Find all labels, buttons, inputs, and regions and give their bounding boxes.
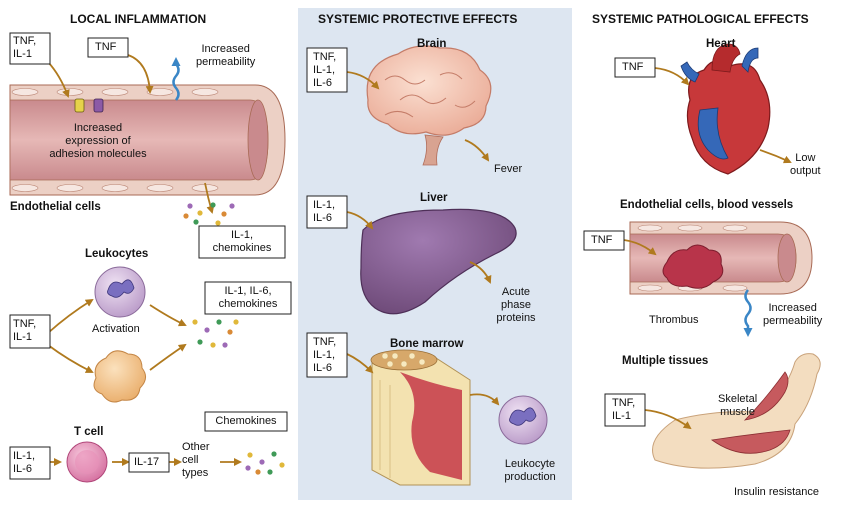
box-marrow-cytokines: TNF,IL-1,IL-6 (313, 336, 337, 374)
insulin-resistance-label: Insulin resistance (734, 486, 819, 498)
box-tissues-cytokines: TNF,IL-1 (612, 397, 636, 422)
brain-illustration (366, 45, 492, 166)
leukocyte-activated-cell (94, 266, 146, 318)
chemokine-dots-vessel (183, 202, 235, 226)
pathological-column-title: SYSTEMIC PATHOLOGICAL EFFECTS (592, 12, 809, 26)
heart-label: Heart (706, 38, 736, 50)
adhesion-molecules-icon (74, 98, 104, 113)
chemokine-dots-leukocytes (192, 319, 239, 348)
bone-marrow-label: Bone marrow (390, 338, 464, 350)
heart-illustration (680, 43, 771, 175)
fever-label: Fever (494, 163, 523, 175)
box-liver-cytokines: IL-1,IL-6 (313, 199, 336, 224)
permeability-arrow (171, 57, 181, 101)
box-chemokines: Chemokines (215, 415, 277, 427)
thrombus-illustration (662, 244, 724, 289)
t-cell-label: T cell (74, 426, 104, 438)
local-column-title: LOCAL INFLAMMATION (70, 12, 207, 26)
box-il1-il6: IL-1,IL-6 (13, 450, 36, 475)
arm-muscle-illustration (652, 353, 821, 469)
leukocytes-label: Leukocytes (85, 248, 149, 260)
t-cell (66, 441, 108, 483)
leukocyte-resting-cell (93, 350, 146, 403)
chemokine-dots-tcell (245, 451, 285, 475)
box-il1-il6-chemokines: IL-1, IL-6,chemokines (218, 285, 278, 310)
thrombus-label: Thrombus (649, 314, 699, 326)
protective-arrows (346, 71, 500, 406)
liver-label: Liver (420, 192, 448, 204)
box-tnf-local: TNF (95, 41, 117, 53)
box-brain-cytokines: TNF,IL-1,IL-6 (313, 51, 337, 89)
box-il1-chemokines: IL-1,chemokines (212, 229, 272, 254)
box-vessel-tnf: TNF (591, 234, 613, 246)
activation-label: Activation (92, 323, 140, 335)
box-heart-tnf: TNF (622, 61, 644, 73)
endothelial-cells-label: Endothelial cells (10, 201, 101, 213)
local-blood-vessel (9, 84, 286, 196)
multiple-tissues-label: Multiple tissues (622, 355, 709, 367)
local-arrows (40, 54, 242, 466)
box-il17: IL-17 (134, 456, 160, 468)
right-permeability-arrow (743, 289, 753, 337)
box-tnf-il1-leukocytes: TNF,IL-1 (13, 318, 37, 343)
protective-column-title: SYSTEMIC PROTECTIVE EFFECTS (318, 12, 518, 26)
cytokine-boxes (9, 32, 656, 480)
brain-label: Brain (417, 38, 447, 50)
box-tnf-il1: TNF,IL-1 (13, 35, 37, 60)
liver-illustration (360, 208, 517, 315)
marrow-leukocyte-cell (498, 395, 548, 445)
pathological-arrows (623, 67, 792, 430)
endothelial-vessels-label: Endothelial cells, blood vessels (620, 199, 794, 211)
bone-marrow-illustration (370, 349, 471, 486)
